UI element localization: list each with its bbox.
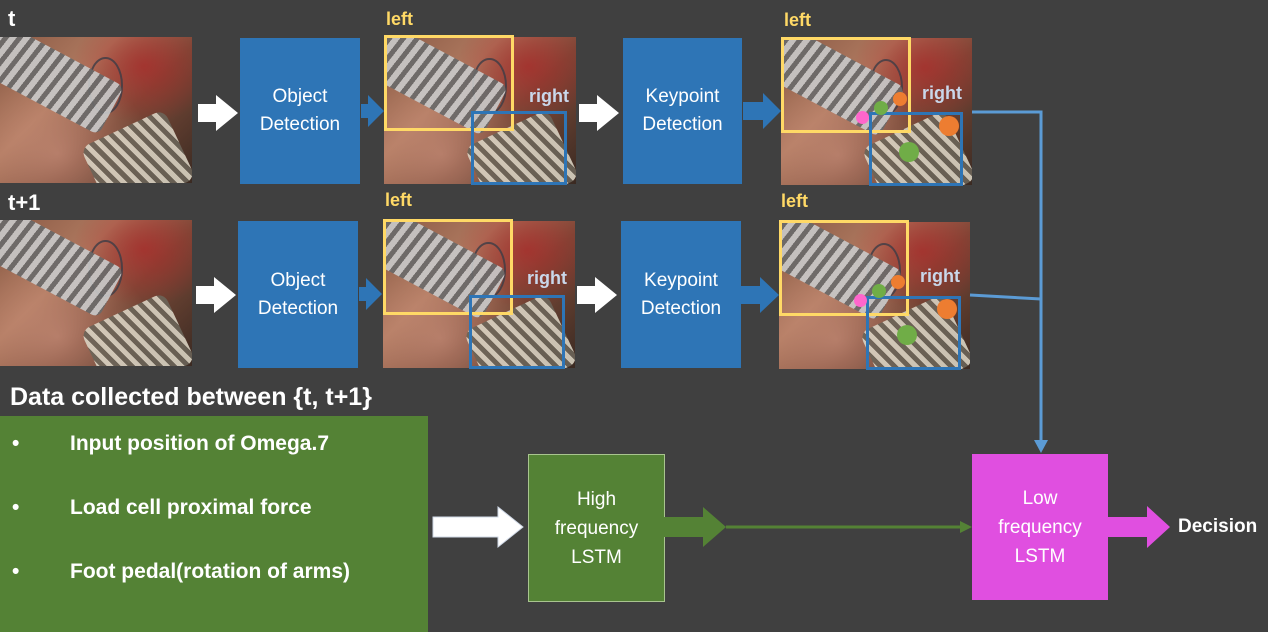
hf-lstm-line1: High [576,488,617,510]
keypoint-orange-small-t [893,92,907,106]
left-bbox-kp-t1 [779,220,909,316]
hf-lstm-line2: frequency [554,517,639,539]
left-label-kp-t1: left [781,191,808,211]
keypoint-detection-label-line2: Detection [642,114,723,135]
keypoint-detection-label-line1: Keypoint [644,269,718,291]
data-item-label: Foot pedal(rotation of arms) [70,560,350,583]
magenta-arrow-decision [1108,506,1170,548]
lf-lstm-line2: frequency [998,516,1082,538]
keypoint-green-small-t [874,101,888,115]
keypoint-orange-large-t [939,116,959,136]
right-bbox-t [471,111,567,185]
lf-lstm-line3: LSTM [1014,545,1066,567]
raw-frame-t1 [0,220,192,366]
white-arrow-raw-to-detect-t1 [196,277,236,313]
right-label-t: right [529,86,569,106]
right-bbox-kp-t [869,112,963,186]
left-label-t1: left [385,190,412,210]
data-item-label: Load cell proximal force [70,496,312,519]
bullet-glyph: • [12,432,20,455]
data-item-label: Input position of Omega.7 [70,432,329,455]
hf-lstm-line3: LSTM [571,546,622,568]
keypoint-pink-t [856,111,869,124]
connector-keypoints-t [972,110,1043,440]
connector-arrowhead-down [1034,440,1048,453]
keypoint-detection-label-line1: Keypoint [645,86,720,107]
data-section-title: Data collected between {t, t+1} [10,383,372,411]
blue-arrow-detect-to-frame-t1 [359,278,382,310]
green-connector-arrowhead [960,521,972,533]
left-label-kp-t: left [784,10,811,30]
keypoint-pink-t1 [854,294,867,307]
keypoint-green-large-t1 [897,325,917,345]
data-panel [0,416,428,632]
object-detection-label-line2: Detection [257,297,339,319]
object-detection-label-line1: Object [272,86,328,107]
right-label-t1: right [527,268,567,288]
keypoint-orange-large-t1 [937,299,957,319]
blue-arrow-detect-to-frame-t [361,95,384,127]
object-detection-label-line2: Detection [259,114,341,135]
object-detection-label-line1: Object [270,269,326,291]
green-arrow-hf-out [663,507,726,547]
connector-keypoints-t1 [969,293,1042,301]
bullet-glyph: • [12,560,20,583]
left-bbox-t1 [383,219,513,315]
blue-arrow-keypoint-to-frame-t1 [741,277,779,313]
white-arrow-data-to-hf [432,505,524,549]
keypoint-green-small-t1 [872,284,886,298]
keypoint-orange-small-t1 [891,275,905,289]
left-label-t: left [386,9,413,29]
raw-frame-t [0,37,192,183]
right-label-kp-t: right [922,83,962,103]
right-label-kp-t1: right [920,266,960,286]
right-bbox-t1 [469,295,565,369]
detected-frame-t1 [383,221,575,368]
time-label-t: t [8,6,16,31]
detected-frame-t [384,37,576,184]
bullet-glyph: • [12,496,20,519]
right-bbox-kp-t1 [866,296,961,370]
left-bbox-kp-t [781,37,911,133]
left-bbox-t [384,35,514,131]
time-label-t1: t+1 [8,190,41,215]
lf-lstm-line1: Low [1022,487,1058,509]
keypoint-green-large-t [899,142,919,162]
keypoint-detection-label-line2: Detection [640,297,722,319]
white-arrow-raw-to-detect-t [198,95,238,131]
decision-label: Decision [1178,516,1258,537]
blue-arrow-keypoint-to-frame-t [743,93,781,129]
white-arrow-detect-to-keypoint-t [579,95,619,131]
white-arrow-detect-to-keypoint-t1 [577,277,617,313]
